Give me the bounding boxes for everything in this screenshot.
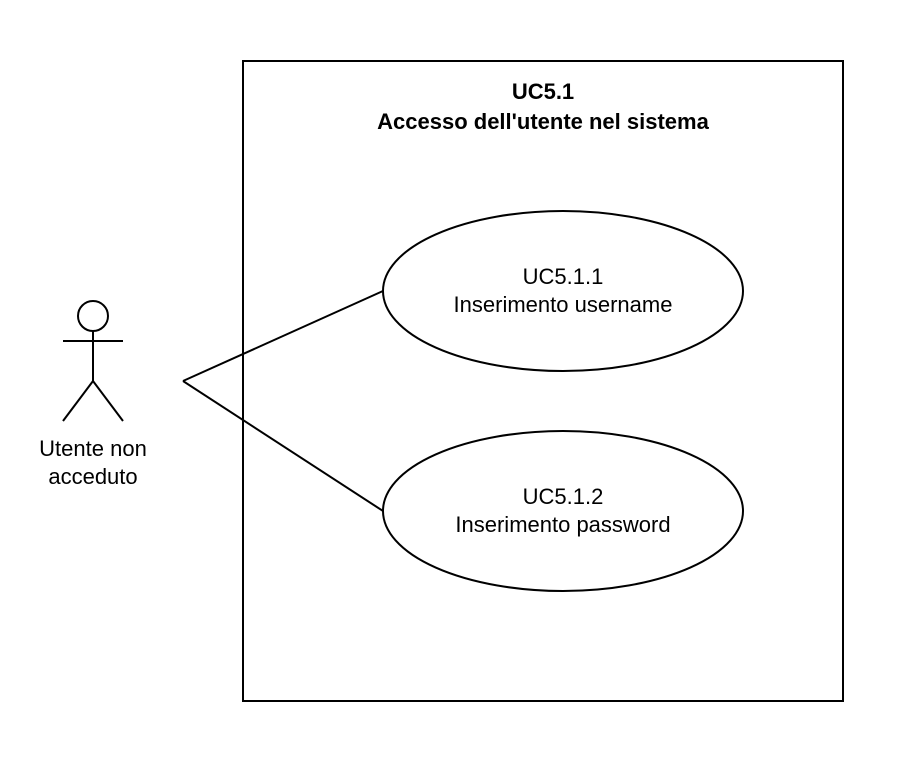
use-case-id-uc511: UC5.1.1 bbox=[522, 264, 604, 289]
actor-stick-figure bbox=[62, 300, 124, 422]
actor-right-leg bbox=[92, 380, 124, 422]
actor-left-leg bbox=[62, 380, 94, 422]
use-case-label-uc511: Inserimento username bbox=[453, 292, 673, 317]
system-title: Accesso dell'utente nel sistema bbox=[377, 109, 709, 134]
use-case-ellipse-uc512 bbox=[382, 430, 744, 592]
actor-head bbox=[77, 300, 109, 332]
use-case-label-uc512: Inserimento password bbox=[455, 512, 671, 537]
association-line-uc512 bbox=[182, 380, 384, 512]
system-id: UC5.1 bbox=[511, 79, 575, 104]
use-case-ellipse-uc511 bbox=[382, 210, 744, 372]
use-case-id-uc512: UC5.1.2 bbox=[522, 484, 604, 509]
actor-label-line1: Utente non bbox=[39, 436, 147, 461]
association-line-uc511 bbox=[182, 290, 384, 382]
system-boundary bbox=[242, 60, 844, 702]
actor-label-line2: acceduto bbox=[48, 464, 138, 489]
